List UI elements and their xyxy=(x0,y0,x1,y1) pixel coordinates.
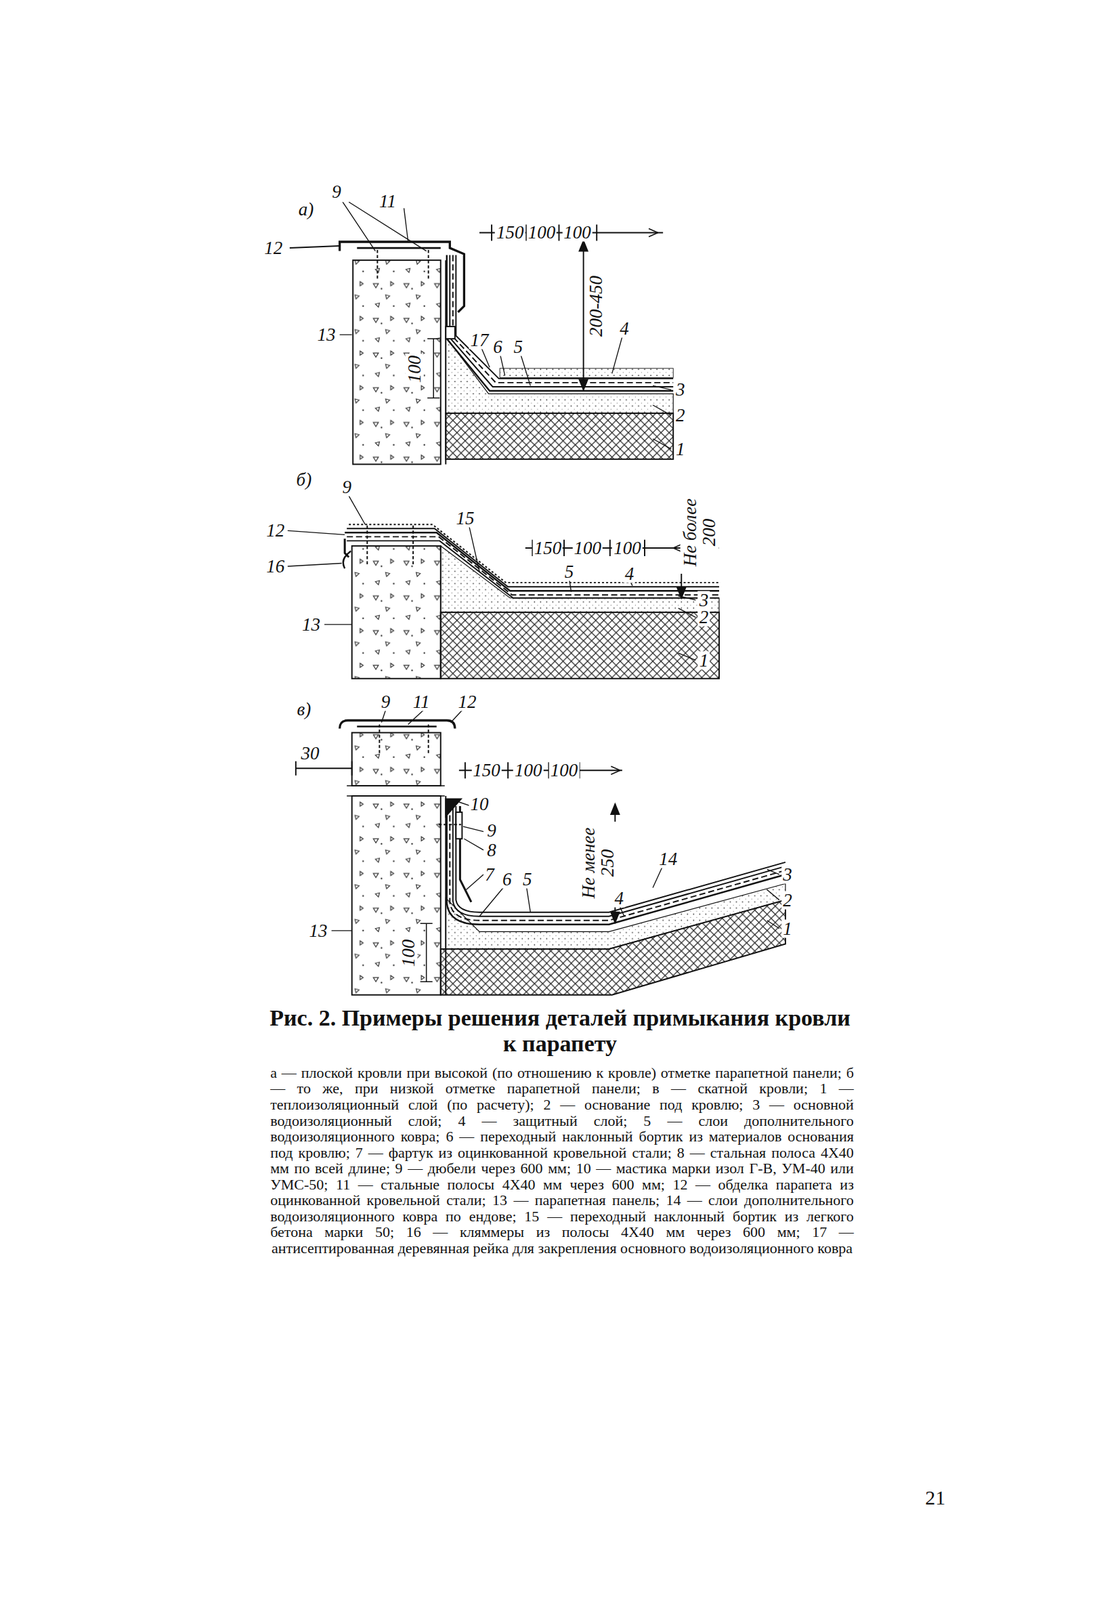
callout-number: 12 xyxy=(456,692,478,712)
callout-number: 5 xyxy=(511,337,525,357)
callout-number: 2 xyxy=(674,406,687,425)
callout-number: 11 xyxy=(377,191,398,210)
dimension-label: в) xyxy=(295,699,313,718)
dimension-label: 100 xyxy=(562,223,593,242)
callout-number: 3 xyxy=(781,864,794,883)
page-number: 21 xyxy=(923,1487,947,1508)
callout-number: 4 xyxy=(623,564,636,583)
callout-number: 7 xyxy=(483,864,496,883)
dimension-label: 100 xyxy=(572,538,603,557)
callout-number: 13 xyxy=(316,325,338,344)
dimension-label: 100 xyxy=(398,937,418,969)
figure-title: Рис. 2. Примеры решения деталей примыкан… xyxy=(265,1004,855,1057)
callout-number: 16 xyxy=(264,557,286,576)
callout-number: 8 xyxy=(485,840,498,859)
callout-number: 1 xyxy=(781,918,794,938)
callout-number: 11 xyxy=(411,692,432,712)
figure-caption: а — плоской кровли при высокой (по отнош… xyxy=(270,1064,854,1256)
dimension-label: 150 xyxy=(532,538,564,557)
callout-number: 3 xyxy=(698,590,711,609)
dimension-label: 100 xyxy=(404,354,424,385)
callout-number: 13 xyxy=(307,920,329,940)
dimension-label: 100 xyxy=(612,538,643,557)
dimension-label: 200-450 xyxy=(586,274,605,338)
callout-number: 9 xyxy=(485,821,498,840)
callout-number: 9 xyxy=(379,692,393,712)
callout-number: 12 xyxy=(264,521,286,540)
dimension-label: а) xyxy=(297,199,316,219)
callout-number: 14 xyxy=(657,849,679,869)
dimension-label: 100 xyxy=(513,761,544,780)
callout-number: 3 xyxy=(674,380,687,399)
dimension-label: б) xyxy=(295,469,314,489)
callout-number: 10 xyxy=(468,794,490,814)
callout-number: 30 xyxy=(299,743,321,762)
callout-number: 2 xyxy=(781,890,794,909)
callout-number: 6 xyxy=(501,870,514,889)
callout-number: 9 xyxy=(340,477,353,496)
dimension-label: 150 xyxy=(494,223,526,242)
dimension-label: Не менее 250 xyxy=(578,821,617,904)
dimension-label: Не более 200 xyxy=(680,490,720,574)
callout-number: 13 xyxy=(300,614,322,634)
callout-number: 1 xyxy=(674,439,687,458)
dimension-label: 150 xyxy=(471,761,502,780)
callout-number: 6 xyxy=(491,337,504,357)
callout-number: 4 xyxy=(613,888,626,907)
callout-number: 1 xyxy=(698,650,711,670)
callout-number: 2 xyxy=(698,608,711,627)
callout-number: 9 xyxy=(330,182,343,202)
callout-number: 5 xyxy=(521,870,534,889)
dimension-label: 100 xyxy=(549,761,580,780)
callout-number: 4 xyxy=(618,319,631,338)
callout-number: 15 xyxy=(454,509,476,528)
callout-number: 17 xyxy=(468,330,490,349)
callout-number: 5 xyxy=(563,562,576,581)
dimension-label: 100 xyxy=(526,223,558,242)
callout-number: 12 xyxy=(262,239,284,258)
